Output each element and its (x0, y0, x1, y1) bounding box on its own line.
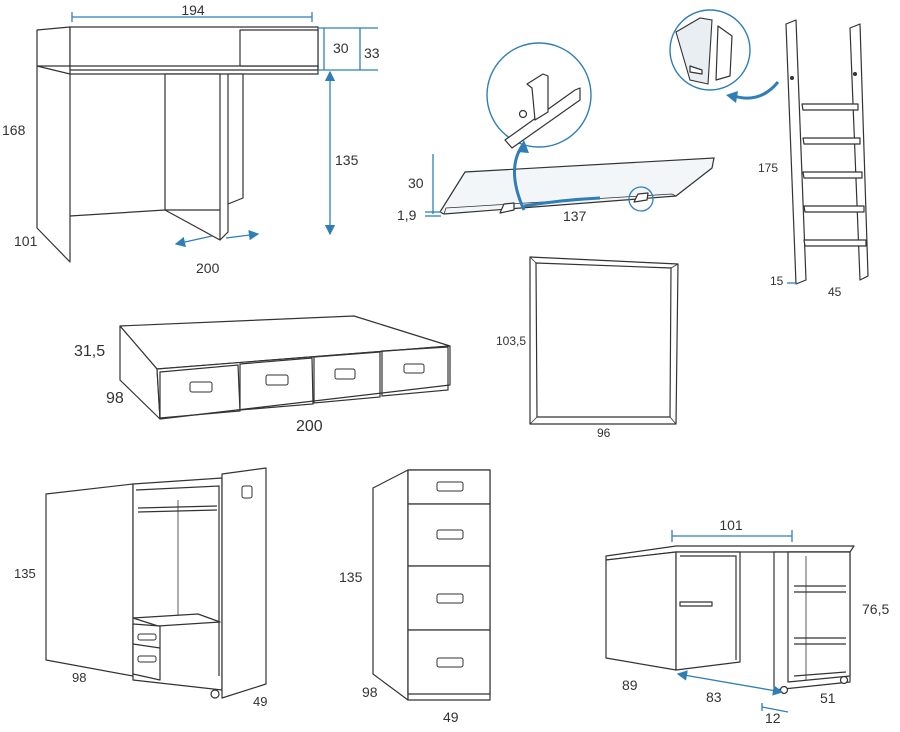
desk-bookcase-drawing (605, 530, 855, 713)
wardrobe-drawing (45, 467, 267, 699)
desk-length-label: 200 (196, 260, 220, 276)
drawer-unit-height-label: 135 (339, 569, 363, 585)
desk-top-height-label: 30 (333, 40, 349, 56)
drawer-unit-depth-label: 98 (362, 684, 378, 700)
wardrobe-width-label: 49 (253, 694, 267, 709)
desk-width-label: 194 (181, 2, 205, 18)
guard-panel-drawing (425, 42, 715, 217)
mirror-height-label: 103,5 (496, 334, 526, 348)
bed-depth-label: 98 (106, 390, 124, 407)
bookcase-offset-label: 12 (765, 710, 781, 726)
bookcase-height-label: 76,5 (862, 601, 889, 617)
desk-height-label: 168 (2, 122, 26, 138)
ladder-height-label: 175 (758, 161, 778, 175)
desk-depth-label: 101 (14, 233, 38, 249)
drawer-unit-drawing (372, 469, 491, 701)
bookcase-top-width-label: 101 (719, 517, 743, 533)
mirror-drawing (529, 256, 679, 425)
bookcase-side-label: 51 (820, 690, 836, 706)
ladder-depth-label: 15 (770, 274, 784, 288)
panel-height-label: 30 (408, 175, 424, 191)
ladder-drawing (669, 9, 869, 285)
wardrobe-height-label: 135 (14, 566, 36, 581)
desk-table-height-label: 135 (335, 152, 359, 168)
wardrobe-depth-label: 98 (72, 670, 86, 685)
bed-length-label: 200 (296, 418, 323, 435)
ladder-width-label: 45 (828, 285, 842, 299)
bed-height-label: 31,5 (74, 343, 105, 360)
bookcase-length-label: 83 (706, 689, 722, 705)
drawer-unit-width-label: 49 (443, 709, 459, 725)
loft-desk-drawing (36, 26, 319, 263)
loft-desk-dimensions (71, 12, 378, 248)
trundle-bed-drawing (119, 315, 451, 420)
mirror-width-label: 96 (597, 426, 611, 440)
bookcase-depth-label: 89 (622, 677, 638, 693)
panel-width-label: 137 (563, 208, 587, 224)
panel-thickness-label: 1,9 (397, 207, 417, 223)
desk-shelf-height-label: 33 (364, 45, 380, 61)
